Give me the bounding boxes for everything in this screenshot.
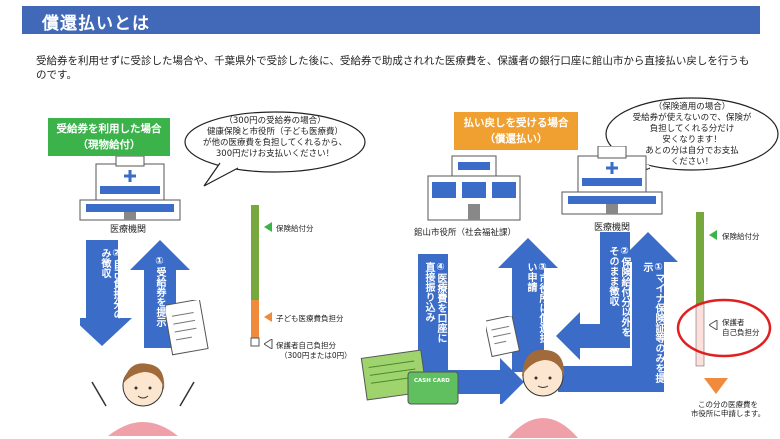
left-badge-line1: 受給券を利用した場合 [56, 123, 162, 135]
right-bubble-line: ください！ [670, 157, 714, 167]
right-badge: 払い戻しを受ける場合 （償還払い） [454, 112, 578, 150]
left-badge: 受給券を利用した場合 （現物給付） [48, 118, 170, 156]
right-bubble-line: （保険適用の場合） [653, 102, 731, 112]
left-bubble-line: 健康保険と市役所（子ども医療費） [206, 127, 343, 137]
left-bubble-line: が他の医療費を負担してくれるから、 [203, 138, 347, 148]
left-bar-label-insurance: 保険給付分 [276, 224, 314, 233]
right-bubble-line: 受給券が使えないので、保険が [632, 113, 752, 123]
left-arrow2-label: ①受給券を提示 [154, 256, 165, 327]
right-note-line: この分の医療費を [698, 400, 758, 409]
left-bar-label-self: 保護者自己負担分 [276, 341, 336, 350]
left-bubble-line: 300円だけお支払いください！ [215, 149, 335, 159]
right-bubble-line: あとの分は自分でお支払 [645, 146, 739, 156]
arrow2-label: ②保険給付分以外をそのまま徴収 [607, 246, 630, 337]
left-bar-pointer [264, 312, 272, 322]
bankbook-icon [360, 350, 459, 405]
right-bubble-line: 安くなります！ [662, 135, 722, 145]
right-note-line: 市役所に申請します。 [690, 409, 766, 418]
left-bar-label-child: 子ども医療費負担分 [276, 314, 344, 323]
cash-card-label: CASH CARD [414, 378, 450, 384]
city-hall-icon [427, 155, 521, 221]
right-bubble-text: （保険適用の場合） 受給券が使えないので、保険が 負担してくれる分だけ 安くなり… [612, 102, 772, 168]
highlight-circle [676, 298, 772, 358]
right-bubble-line: 負担してくれる分だけ [649, 124, 735, 134]
left-cost-bar [250, 205, 260, 347]
arrow4-label: ④医療費を口座に直接振り込み [423, 262, 446, 343]
left-bubble-text: （300円の受給券の場合） 健康保険と市役所（子ども医療費） が他の医療費を負担… [188, 116, 362, 160]
right-badge-line2: （償還払い） [484, 133, 548, 145]
arrow1-label: ①マイナ保険証等のみを提示 [641, 262, 664, 383]
left-bubble-line: （300円の受給券の場合） [224, 116, 326, 126]
right-hospital-label: 医療機関 [594, 223, 631, 233]
right-badge-line1: 払い戻しを受ける場合 [463, 117, 569, 129]
left-bar-pointer [264, 222, 272, 232]
application-form-icon [486, 316, 521, 358]
document-icon [166, 300, 209, 356]
right-bar-label-guardian: 保護者 [722, 318, 745, 327]
left-bar-pointer [264, 339, 273, 349]
left-speech-bubble [184, 111, 366, 187]
arrow3-label: ③市役所に償還払い申請 [525, 262, 548, 343]
mother-illustration [508, 349, 578, 438]
right-bar-label-insurance: 保険給付分 [722, 232, 760, 241]
right-bar-label-self: 自己負担分 [722, 328, 760, 337]
page-title: 償還払いとは [42, 14, 150, 34]
left-badge-line2: （現物給付） [77, 139, 141, 151]
intro-text: 受給券を利用せずに受診した場合や、千葉県外で受診した後に、受給券で助成されれた医… [36, 55, 750, 81]
right-bar-pointer [709, 320, 718, 330]
left-arrow1-label: ②自己負担分のみ徴収 [99, 248, 122, 319]
left-bar-label-self-amount: （300円または0円） [280, 351, 352, 360]
mother-illustration [91, 363, 195, 436]
down-triangle-icon [704, 378, 728, 394]
right-note: この分の医療費を 市役所に申請します。 [680, 400, 776, 418]
hospital-icon [561, 146, 663, 215]
right-bar-pointer [709, 230, 717, 240]
city-hall-label: 館山市役所（社会福祉課） [414, 228, 517, 238]
hospital-icon [79, 156, 181, 221]
left-hospital-label: 医療機関 [110, 225, 147, 235]
title-bar: 償還払いとは [22, 6, 760, 34]
